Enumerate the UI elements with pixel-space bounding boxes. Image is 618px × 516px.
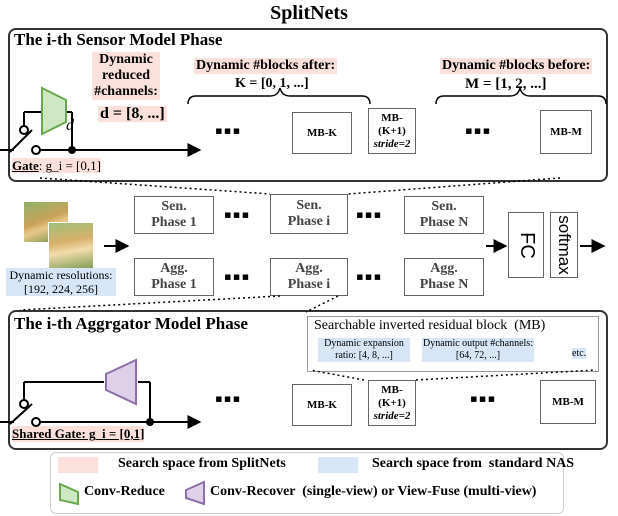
shared-gate-label: Shared Gate: g_i = [0,1] — [12, 426, 145, 442]
sensor-gate-node-c — [68, 146, 76, 154]
legend-blue-swatch — [318, 457, 358, 473]
agg-dots-2: ▪▪▪ — [356, 264, 383, 289]
blocks-before-label: Dynamic #blocks before: — [440, 58, 593, 74]
gate-label: Gate: g_i = [0,1] — [12, 158, 101, 174]
legend — [50, 452, 564, 514]
agg-dots-1: ▪▪▪ — [224, 264, 251, 289]
agg-mb-k-label: MB-K — [307, 398, 337, 411]
etc-label: etc. — [572, 348, 587, 359]
zoom-line-mb-right — [415, 369, 597, 381]
sensor-mb-k-label: MB-K — [307, 126, 337, 139]
legend-conv-recover-icon — [185, 480, 205, 506]
sensor-dots-1: ▪▪▪ — [215, 118, 242, 143]
legend-pink-swatch — [58, 457, 98, 473]
sensor-gate-node-b — [31, 145, 41, 155]
agg-phase-n-line-2: Phase N — [419, 277, 469, 292]
zoom-line-mb-left — [309, 369, 365, 381]
sen-phase-1: Sen.Phase 1 — [134, 196, 214, 234]
agg-gate-node-b — [31, 417, 41, 427]
sensor-gate-node-a — [19, 125, 29, 135]
softmax-block: softmax — [550, 212, 578, 278]
d-symbol: d — [66, 117, 75, 134]
sensor-dots-2: ▪▪▪ — [465, 118, 492, 143]
zoom-line-sensor-right — [347, 177, 561, 195]
gate-value: : g_i = [0,1] — [38, 158, 101, 173]
expansion-value: ratio: [4, 8, ...] — [335, 350, 393, 361]
sensor-mb-k1-label: MB-(K+1) — [378, 111, 406, 137]
output-channels-value: [64, 72, ...] — [455, 350, 501, 361]
agg-mb-k: MB-K — [292, 384, 352, 426]
sen-phase-i-line-1: Sen. — [296, 198, 322, 213]
zoom-line-agg-right — [305, 295, 339, 313]
agg-phase-i-line-2: Phase i — [287, 277, 331, 292]
agg-gate-node-a — [19, 399, 29, 409]
sensor-stride-label: stride=2 — [373, 137, 411, 150]
sen-dots-1: ▪▪▪ — [224, 202, 251, 227]
legend-conv-reduce: Conv-Reduce — [84, 484, 165, 499]
sensor-mb-k1: MB-(K+1)stride=2 — [368, 108, 416, 154]
resolution-label: Dynamic resolutions: [192, 224, 256] — [6, 268, 116, 296]
sen-phase-1-line-1: Sen. — [161, 199, 187, 214]
legend-conv-recover: Conv-Recover (single-view) or View-Fuse … — [210, 484, 537, 499]
sen-phase-n-line-2: Phase N — [419, 215, 469, 230]
sensor-mb-m-label: MB-M — [550, 125, 582, 138]
resolution-label-text: Dynamic resolutions: — [6, 268, 116, 282]
zoom-line-sensor-left — [39, 177, 271, 195]
output-channels-label: Dynamic output #channels: [64, 72, ...] — [422, 338, 534, 362]
brace-before — [435, 87, 607, 105]
dynamic-channels-line-1: Dynamic — [99, 52, 153, 67]
agg-phase-i-line-1: Agg. — [295, 261, 323, 276]
agg-phase-1-line-2: Phase 1 — [151, 277, 197, 292]
blocks-before-value: M = [1, 2, ...] — [465, 76, 547, 92]
output-channels-label-text: Dynamic output #channels: — [423, 338, 533, 349]
agg-panel-dots-1: ▪▪▪ — [215, 386, 242, 411]
mb-description-title: Searchable inverted residual block (MB) — [314, 318, 546, 333]
aggregator-panel-title: The i-th Aggrgator Model Phase — [14, 314, 248, 333]
agg-phase-n-line-1: Agg. — [430, 261, 458, 276]
expansion-label: Dynamic expansion ratio: [4, 8, ...] — [318, 338, 410, 362]
agg-panel-dots-2: ▪▪▪ — [470, 386, 497, 411]
agg-phase-1: Agg.Phase 1 — [134, 258, 214, 296]
aggregator-gate-circuit — [0, 381, 202, 429]
input-image-2 — [48, 222, 94, 270]
agg-mb-k1-label: MB-(K+1) — [378, 383, 406, 409]
agg-phase-n: Agg.Phase N — [404, 258, 484, 296]
sensor-mb-m: MB-M — [540, 110, 592, 154]
d-value: d = [8, ...] — [98, 105, 167, 122]
sen-phase-i-line-2: Phase i — [287, 214, 331, 229]
brace-after — [187, 87, 371, 105]
legend-nas: Search space from standard NAS — [372, 456, 575, 471]
dynamic-channels-line-3: #channels: — [94, 84, 158, 99]
blocks-after-label: Dynamic #blocks after: — [194, 58, 338, 74]
resolution-value: [192, 224, 256] — [6, 282, 116, 296]
sensor-mb-k: MB-K — [292, 112, 352, 154]
legend-splitnets: Search space from SplitNets — [118, 456, 286, 471]
conv-recover-icon — [105, 358, 137, 406]
dynamic-channels-line-2: reduced — [102, 68, 150, 83]
sen-phase-n-line-1: Sen. — [431, 199, 457, 214]
expansion-label-text: Dynamic expansion — [324, 338, 404, 349]
sensor-panel-title: The i-th Sensor Model Phase — [14, 30, 223, 49]
gate-word: Gate — [12, 158, 39, 173]
sen-phase-n: Sen.Phase N — [404, 196, 484, 234]
conv-reduce-icon — [41, 86, 67, 136]
agg-phase-1-line-1: Agg. — [160, 261, 188, 276]
blocks-after-value: K = [0, 1, ...] — [235, 76, 309, 91]
agg-stride-label: stride=2 — [373, 409, 411, 422]
agg-phase-i: Agg.Phase i — [270, 258, 348, 296]
agg-gate-node-c — [146, 418, 154, 426]
agg-mb-k1: MB-(K+1)stride=2 — [368, 380, 416, 426]
sensor-gate-circuit — [0, 111, 202, 157]
agg-mb-m-label: MB-M — [552, 395, 584, 408]
diagram-title: SplitNets — [270, 2, 348, 24]
agg-mb-m: MB-M — [540, 380, 596, 424]
sen-phase-1-line-2: Phase 1 — [151, 215, 197, 230]
sen-phase-i: Sen.Phase i — [270, 194, 348, 234]
dynamic-channels-label: Dynamic reduced #channels: — [92, 52, 160, 100]
fc-block: FC — [508, 212, 544, 278]
sen-dots-2: ▪▪▪ — [356, 202, 383, 227]
zoom-line-agg-left — [19, 295, 281, 311]
legend-conv-reduce-icon — [59, 482, 79, 506]
